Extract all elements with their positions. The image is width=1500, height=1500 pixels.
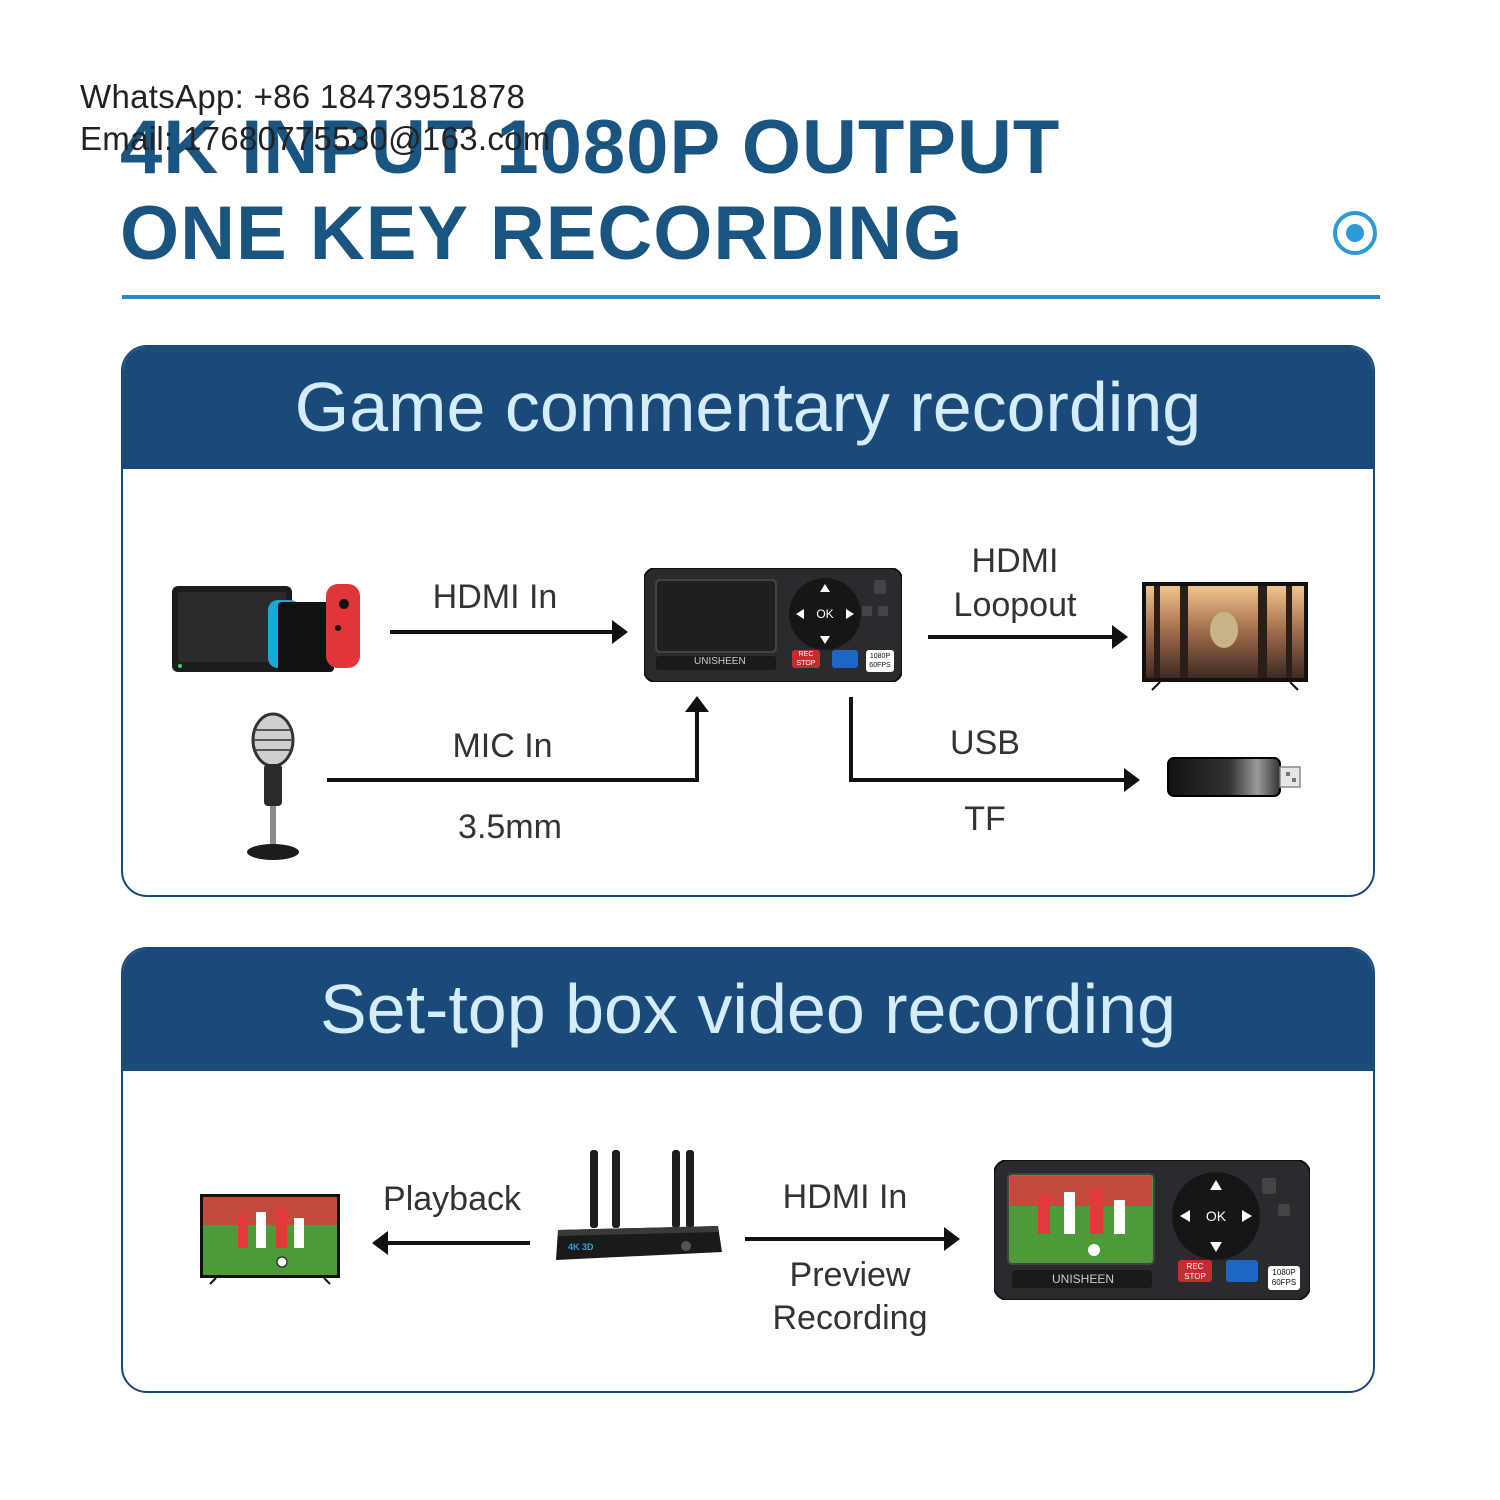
recording-label: Recording — [772, 1299, 928, 1337]
microphone-icon — [247, 712, 299, 860]
playback-label: Playback — [383, 1180, 521, 1218]
fps-label: 60FPS — [1271, 1278, 1297, 1287]
resolution-badge: 1080P 60FPS — [1268, 1268, 1300, 1288]
email-contact: Email: 17680775530@163.com — [80, 120, 551, 157]
rec-button: REC STOP — [792, 650, 820, 668]
rec-button: REC STOP — [1178, 1262, 1212, 1282]
usb-label: USB — [950, 724, 1020, 762]
header-divider — [122, 295, 1380, 299]
stop-label: STOP — [1184, 1272, 1206, 1281]
ok-button: OK — [816, 607, 834, 621]
hdmi-loopout-label-1: HDMI — [971, 542, 1059, 580]
usb-drive-icon — [1167, 757, 1301, 797]
recorder-device-icon: UNISHEEN OK REC STOP 1080P 60FPS — [994, 1160, 1310, 1300]
panel-header — [123, 949, 1373, 1071]
stop-label: STOP — [796, 660, 816, 667]
panel-title: Set-top box video recording — [319, 970, 1177, 1048]
preview-label: Preview — [789, 1256, 911, 1294]
resolution-badge: 1080P 60FPS — [866, 652, 894, 670]
panel-title: Game commentary recording — [294, 368, 1202, 446]
device-brand: UNISHEEN — [694, 656, 746, 667]
tf-label: TF — [964, 800, 1006, 838]
tv-icon — [1142, 582, 1308, 691]
device-brand: UNISHEEN — [1052, 1272, 1115, 1286]
headline-line-2: ONE KEY RECORDING — [120, 191, 964, 276]
game-console-icon — [172, 584, 360, 672]
headline-line-1: 4K INPUT 1080P OUTPUT — [120, 105, 1061, 190]
tv-icon — [200, 1194, 340, 1285]
res-label: 1080P — [1272, 1268, 1296, 1277]
target-icon — [1333, 211, 1377, 255]
hdmi-in-label: HDMI In — [782, 1178, 908, 1216]
recorder-device-icon: UNISHEEN OK REC STOP 1080P 60FPS — [644, 568, 902, 682]
game-commentary-panel: Game commentary recording — [121, 345, 1375, 897]
set-top-box-panel: Set-top box video recording — [121, 947, 1375, 1393]
box-badge: 4K 3D — [568, 1242, 594, 1252]
set-top-box-body — [556, 1150, 722, 1260]
hdmi-in-label: HDMI In — [432, 578, 558, 616]
mic-in-label: MIC In — [452, 727, 553, 765]
mic-jack-label: 3.5mm — [458, 808, 562, 846]
rec-label: REC — [798, 651, 814, 658]
res-label: 1080P — [869, 653, 891, 660]
recorder-body — [994, 1160, 1310, 1300]
rec-label: REC — [1186, 1262, 1204, 1271]
hdmi-loopout-label-2: Loopout — [953, 586, 1077, 624]
fps-label: 60FPS — [869, 662, 891, 669]
whatsapp-contact: WhatsApp: +86 18473951878 — [80, 78, 526, 115]
recorder-body — [644, 568, 902, 682]
panel-header — [123, 347, 1373, 469]
ok-button: OK — [1205, 1208, 1227, 1224]
set-top-box-icon: 4K 3D — [552, 1148, 724, 1264]
